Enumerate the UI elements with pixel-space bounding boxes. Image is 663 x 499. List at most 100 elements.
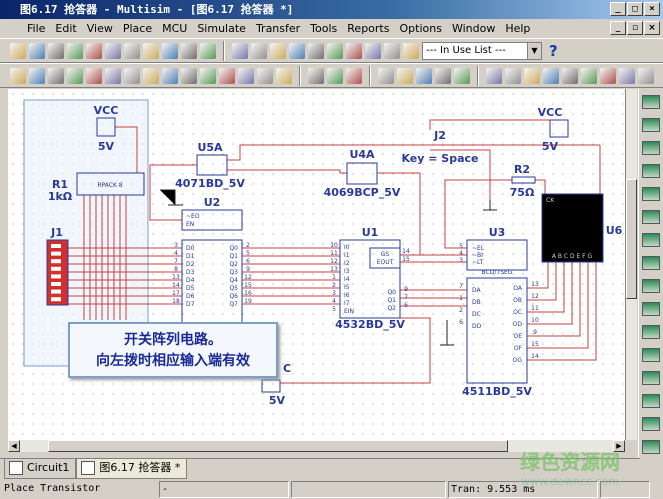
minimize-button[interactable]: _ [610, 2, 626, 16]
electromechanical-icon[interactable] [276, 67, 292, 84]
instrument-icon[interactable] [642, 394, 660, 408]
instrument-icon[interactable] [642, 141, 660, 155]
menu-place[interactable]: Place [122, 22, 153, 35]
help-button[interactable]: ? [549, 41, 558, 60]
resistor-pack-r1[interactable] [76, 172, 145, 196]
open-icon[interactable] [29, 42, 45, 59]
doc-close-button[interactable]: × [644, 21, 660, 35]
print-preview-icon[interactable] [105, 42, 121, 59]
cut-icon[interactable] [124, 42, 140, 59]
database-icon[interactable] [270, 42, 286, 59]
switch-lever[interactable] [51, 259, 61, 264]
horizontal-scrollbar[interactable]: ◀ ▶ [8, 440, 625, 452]
mixed-icon[interactable] [162, 67, 178, 84]
indicator-icon[interactable] [181, 67, 197, 84]
open-sample-icon[interactable] [48, 42, 64, 59]
switch-lever[interactable] [51, 297, 61, 302]
back-annotate-icon[interactable] [384, 42, 400, 59]
vcc-source-3[interactable] [261, 379, 281, 393]
tab-responder[interactable]: 图6.17 抢答器 * [76, 459, 188, 479]
menu-window[interactable]: Window [451, 22, 496, 35]
instrument-icon[interactable] [642, 233, 660, 247]
resistor-r2[interactable] [511, 176, 536, 184]
misc-icon[interactable] [219, 67, 235, 84]
pause-icon[interactable] [505, 67, 521, 84]
menu-transfer[interactable]: Transfer [255, 22, 301, 35]
component-wizard-icon[interactable] [289, 42, 305, 59]
annotation-callout[interactable]: 开关阵列电路。 向左拨时相应输入端有效 [68, 322, 278, 378]
run-icon[interactable] [486, 67, 502, 84]
u1-gs-block[interactable] [369, 247, 401, 269]
bus-icon[interactable] [346, 67, 362, 84]
menu-edit[interactable]: Edit [55, 22, 77, 35]
horizontal-scroll-thumb[interactable] [48, 440, 508, 452]
cmos-icon[interactable] [124, 67, 140, 84]
vertical-scrollbar[interactable] [625, 89, 637, 440]
spreadsheet-icon[interactable] [251, 42, 267, 59]
menu-tools[interactable]: Tools [310, 22, 338, 35]
instrument-icon[interactable] [642, 95, 660, 109]
scroll-right-button[interactable]: ▶ [613, 440, 625, 452]
instrument-icon[interactable] [642, 118, 660, 132]
rf-icon[interactable] [257, 67, 273, 84]
show-grid-icon[interactable] [378, 67, 394, 84]
menu-simulate[interactable]: Simulate [197, 22, 246, 35]
vertical-scroll-thumb[interactable] [626, 179, 637, 299]
switch-lever[interactable] [51, 244, 61, 248]
diode-icon[interactable] [48, 67, 64, 84]
zoom-fit-icon[interactable] [454, 67, 470, 84]
instrument-icon[interactable] [642, 302, 660, 316]
erc-icon[interactable] [346, 42, 362, 59]
ttl-icon[interactable] [105, 67, 121, 84]
switch-lever[interactable] [51, 282, 61, 286]
step-out-icon[interactable] [619, 67, 635, 84]
menu-help[interactable]: Help [505, 22, 531, 35]
save-icon[interactable] [67, 42, 83, 59]
vcc-source-2[interactable] [549, 119, 569, 138]
forward-annotate-icon[interactable] [403, 42, 419, 59]
instrument-icon[interactable] [642, 256, 660, 270]
instrument-icon[interactable] [642, 210, 660, 224]
zoom-in-icon[interactable] [397, 67, 413, 84]
scroll-left-button[interactable]: ◀ [8, 440, 20, 452]
switch-lever[interactable] [51, 266, 61, 271]
instrument-icon[interactable] [642, 417, 660, 431]
close-button[interactable]: × [644, 2, 660, 16]
step-icon[interactable] [562, 67, 578, 84]
tab-circuit1[interactable]: Circuit1 [4, 459, 77, 479]
dip-switch-j1[interactable] [46, 239, 69, 306]
switch-lever[interactable] [51, 289, 61, 294]
menu-mcu[interactable]: MCU [162, 22, 188, 35]
inverter-u4a[interactable] [346, 162, 378, 185]
power-icon[interactable] [200, 67, 216, 84]
switch-lever[interactable] [51, 251, 61, 256]
mcu-icon[interactable] [143, 67, 159, 84]
instrument-icon[interactable] [642, 371, 660, 385]
doc-restore-button[interactable]: ▫ [627, 21, 643, 35]
u3-control-block[interactable] [466, 239, 528, 271]
instrument-icon[interactable] [642, 325, 660, 339]
probe-icon[interactable] [543, 67, 559, 84]
u2-control-block[interactable] [181, 209, 243, 231]
resistor-icon[interactable] [29, 67, 45, 84]
undo-icon[interactable] [181, 42, 197, 59]
or-gate-u5a[interactable] [196, 154, 228, 176]
grapher-icon[interactable] [327, 42, 343, 59]
bcd-decoder-u3[interactable] [466, 277, 528, 384]
zoom-out-icon[interactable] [416, 67, 432, 84]
region-icon[interactable] [365, 42, 381, 59]
copy-icon[interactable] [143, 42, 159, 59]
step-over-icon[interactable] [581, 67, 597, 84]
source-icon[interactable] [10, 67, 26, 84]
seven-segment-display-u6[interactable] [541, 193, 604, 263]
instrument-icon[interactable] [642, 187, 660, 201]
breakpoint-icon[interactable] [638, 67, 654, 84]
in-use-list-dropdown[interactable]: --- In Use List ---▼ [422, 41, 542, 60]
instrument-icon[interactable] [642, 348, 660, 362]
print-icon[interactable] [86, 42, 102, 59]
postprocessor-icon[interactable] [308, 42, 324, 59]
advanced-peripherals-icon[interactable] [238, 67, 254, 84]
menu-options[interactable]: Options [399, 22, 442, 35]
instrument-icon[interactable] [642, 164, 660, 178]
